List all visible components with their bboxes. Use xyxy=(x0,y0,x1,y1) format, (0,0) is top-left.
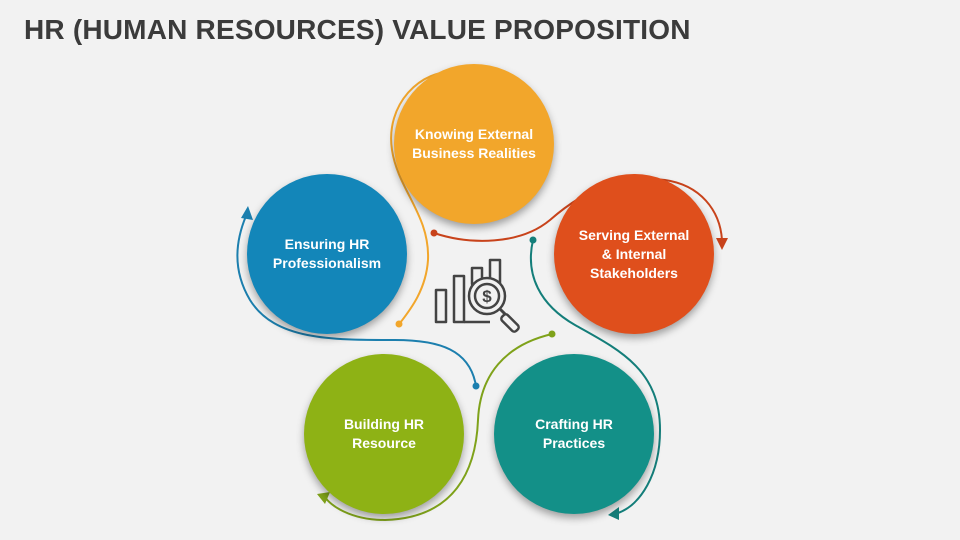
node-crafting-hr-practices: Crafting HR Practices xyxy=(494,354,654,514)
node-building-hr-resource: Building HR Resource xyxy=(304,354,464,514)
node-label: Knowing External Business Realities xyxy=(412,126,536,161)
arrow-building xyxy=(324,333,553,522)
svg-text:$: $ xyxy=(482,287,492,306)
arrow-crafting xyxy=(529,239,662,514)
dot-knowing xyxy=(395,320,403,328)
dot-serving xyxy=(430,229,438,237)
node-knowing-external-business-realities: Knowing External Business Realities xyxy=(394,64,554,224)
node-label: Building HR Resource xyxy=(343,416,425,451)
page-title: HR (HUMAN RESOURCES) VALUE PROPOSITION xyxy=(24,14,691,45)
arrow-ensuring xyxy=(236,215,477,387)
arrowhead-serving xyxy=(716,238,728,250)
dot-crafting xyxy=(529,236,537,244)
node-ensuring-hr-professionalism: Ensuring HR Professionalism xyxy=(247,174,407,334)
dot-building xyxy=(548,330,556,338)
arrow-knowing xyxy=(390,70,459,324)
arrowhead-building xyxy=(317,492,330,504)
dot-ensuring xyxy=(472,382,480,390)
dollar-chart-magnifier-icon: $ xyxy=(434,258,520,333)
node-serving-stakeholders: Serving External & Internal Stakeholders xyxy=(554,174,714,334)
node-label: Crafting HR Practices xyxy=(535,416,613,451)
node-label: Ensuring HR Professionalism xyxy=(272,236,382,271)
arrowhead-ensuring xyxy=(241,206,253,220)
node-label: Serving External & Internal Stakeholders xyxy=(578,226,690,281)
arrowhead-crafting xyxy=(608,507,619,520)
